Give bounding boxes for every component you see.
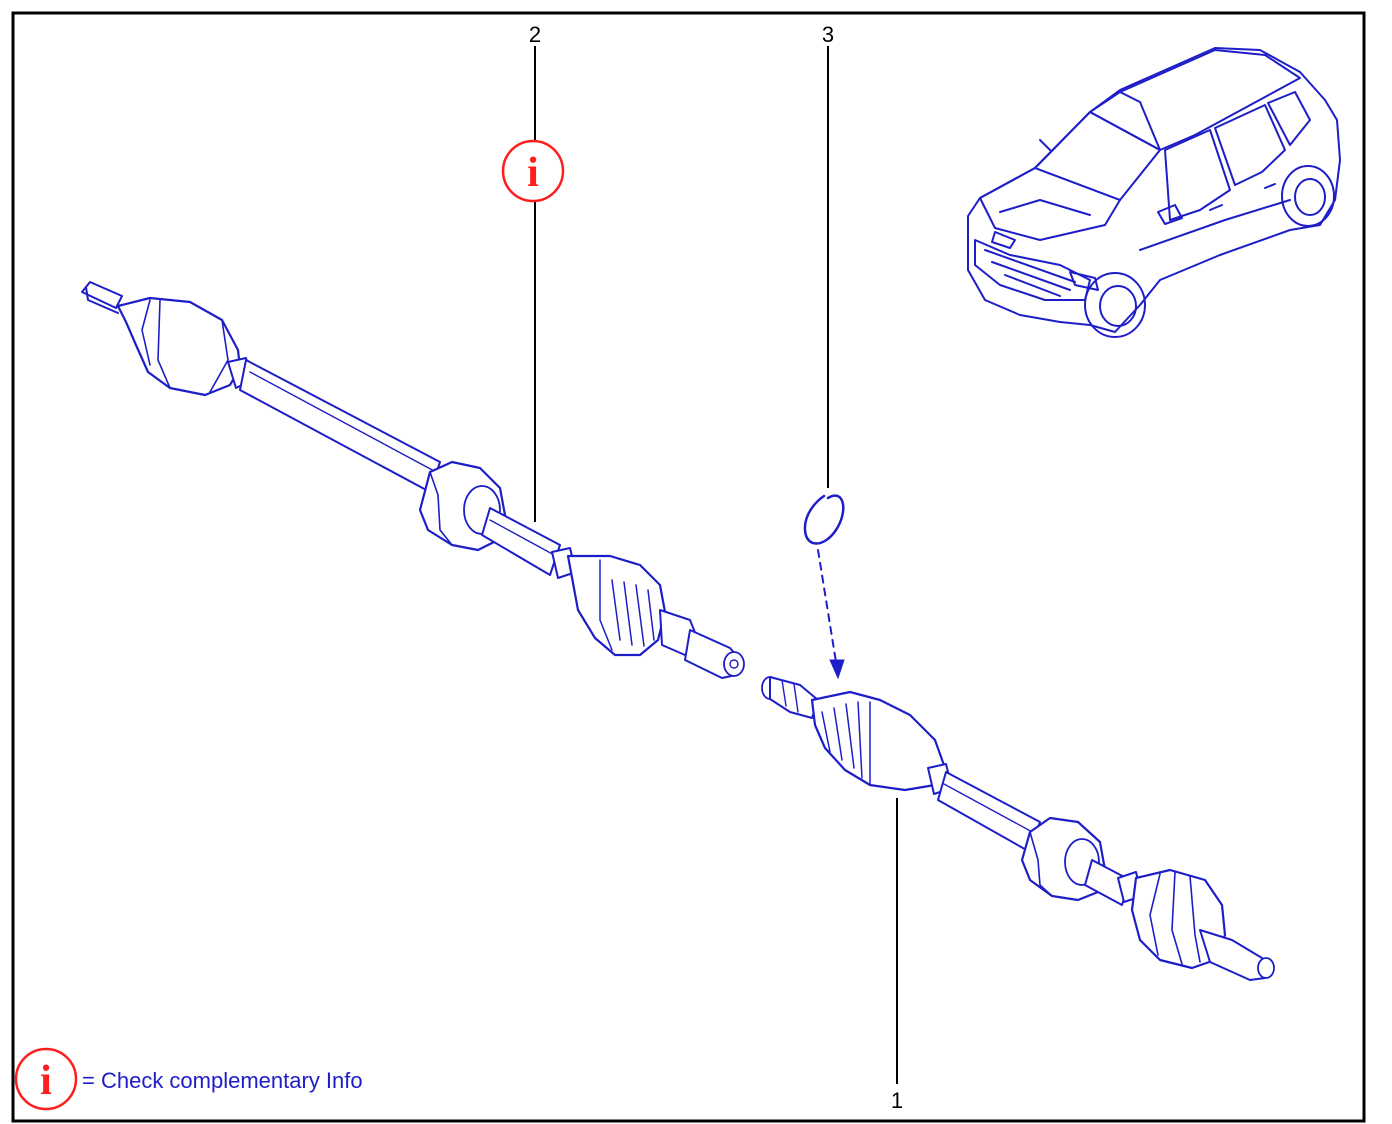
vehicle-illustration: [967, 47, 1341, 338]
svg-text:i: i: [40, 1058, 52, 1104]
circlip-3: [803, 494, 845, 680]
assembly-arrow: [829, 659, 845, 680]
callout-3: 3: [822, 22, 834, 47]
legend-text: = Check complementary Info: [82, 1068, 363, 1093]
drive-shaft-2: [81, 281, 745, 679]
diagram-frame: [11, 11, 1366, 1123]
svg-text:i: i: [527, 150, 539, 196]
callout-1: 1: [891, 1088, 903, 1113]
legend: i = Check complementary Info: [14, 1047, 363, 1111]
info-icon: i: [14, 1047, 78, 1111]
drive-shaft-1: [761, 676, 1275, 981]
callout-2: 2: [529, 22, 541, 47]
info-icon[interactable]: i: [501, 139, 565, 203]
